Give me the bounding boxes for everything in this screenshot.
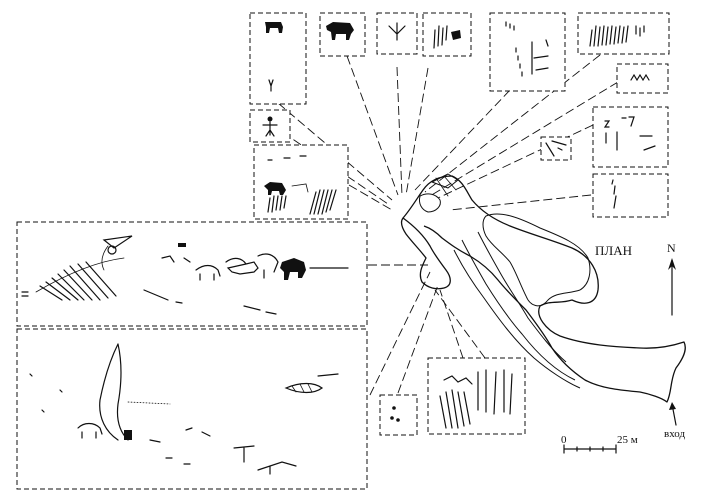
inset-figure-person bbox=[249, 109, 291, 143]
entrance-label: вход bbox=[664, 428, 685, 440]
inset-figure-animal bbox=[319, 12, 366, 57]
inset-figure-horses bbox=[253, 144, 349, 220]
entrance-marker: вход bbox=[664, 402, 685, 440]
inset-cave-section bbox=[540, 136, 572, 161]
inset-figure-hatching-bottom bbox=[427, 357, 526, 435]
inset-figure-animal-frieze bbox=[16, 221, 368, 327]
inset-figure-large-panel bbox=[16, 328, 368, 490]
inset-figure-dots-small bbox=[379, 394, 418, 436]
scale-bar-start: 0 bbox=[561, 434, 567, 446]
inset-figure-strokes bbox=[422, 12, 472, 57]
north-arrow: N bbox=[667, 241, 676, 316]
scale-bar: 0 25 м bbox=[561, 434, 638, 454]
scale-bar-end: 25 м bbox=[617, 434, 638, 446]
inset-figure-hatching-top bbox=[577, 12, 670, 55]
inset-figure-marks-right bbox=[592, 173, 669, 218]
inset-figure-zigzag bbox=[616, 63, 669, 94]
cave-outline bbox=[400, 173, 686, 403]
plan-label: ПЛАН bbox=[595, 243, 632, 258]
inset-figure-branch bbox=[376, 12, 418, 55]
north-label: N bbox=[667, 241, 676, 255]
inset-figure-signs bbox=[592, 106, 669, 168]
inset-figure-animal-tall bbox=[249, 12, 307, 105]
inset-figure-dots bbox=[489, 12, 566, 92]
